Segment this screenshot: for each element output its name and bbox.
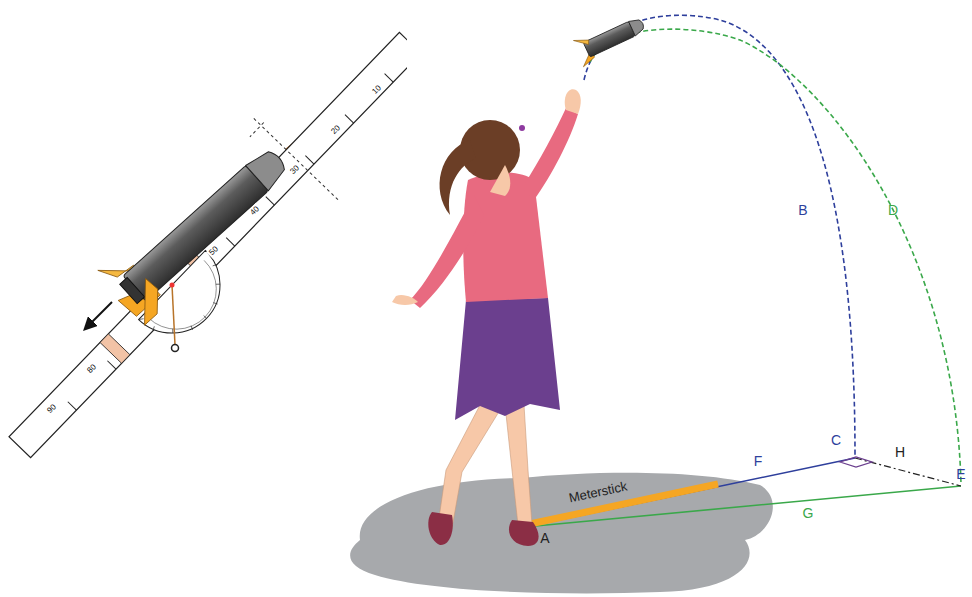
trajectory-b xyxy=(584,15,855,455)
launch-stick xyxy=(0,1,407,489)
scale-number: 50 xyxy=(206,243,222,259)
scale-number: 10 xyxy=(369,82,385,98)
line-label: F xyxy=(752,453,765,469)
trajectory-d xyxy=(590,29,961,484)
path-label: B xyxy=(796,202,809,218)
scale-number: 40 xyxy=(247,203,263,219)
meterstick-label: Meterstick xyxy=(566,478,631,506)
right-angle-mark xyxy=(840,457,872,467)
point-label: C xyxy=(829,432,843,448)
path-label: D xyxy=(886,202,900,218)
line-label: H xyxy=(893,444,907,460)
girl xyxy=(392,89,581,546)
rocket xyxy=(572,11,649,67)
line-f xyxy=(525,458,855,527)
direction-arrow xyxy=(88,302,112,326)
scale-number: 30 xyxy=(287,162,303,178)
scale-number: 90 xyxy=(44,401,60,417)
point-label: A xyxy=(538,530,551,546)
shadow xyxy=(350,473,773,594)
line-label: G xyxy=(801,505,816,521)
point-label: E xyxy=(954,466,967,482)
scale-number: 20 xyxy=(328,122,344,138)
scale-number: 80 xyxy=(84,361,100,377)
rocket xyxy=(94,130,302,327)
